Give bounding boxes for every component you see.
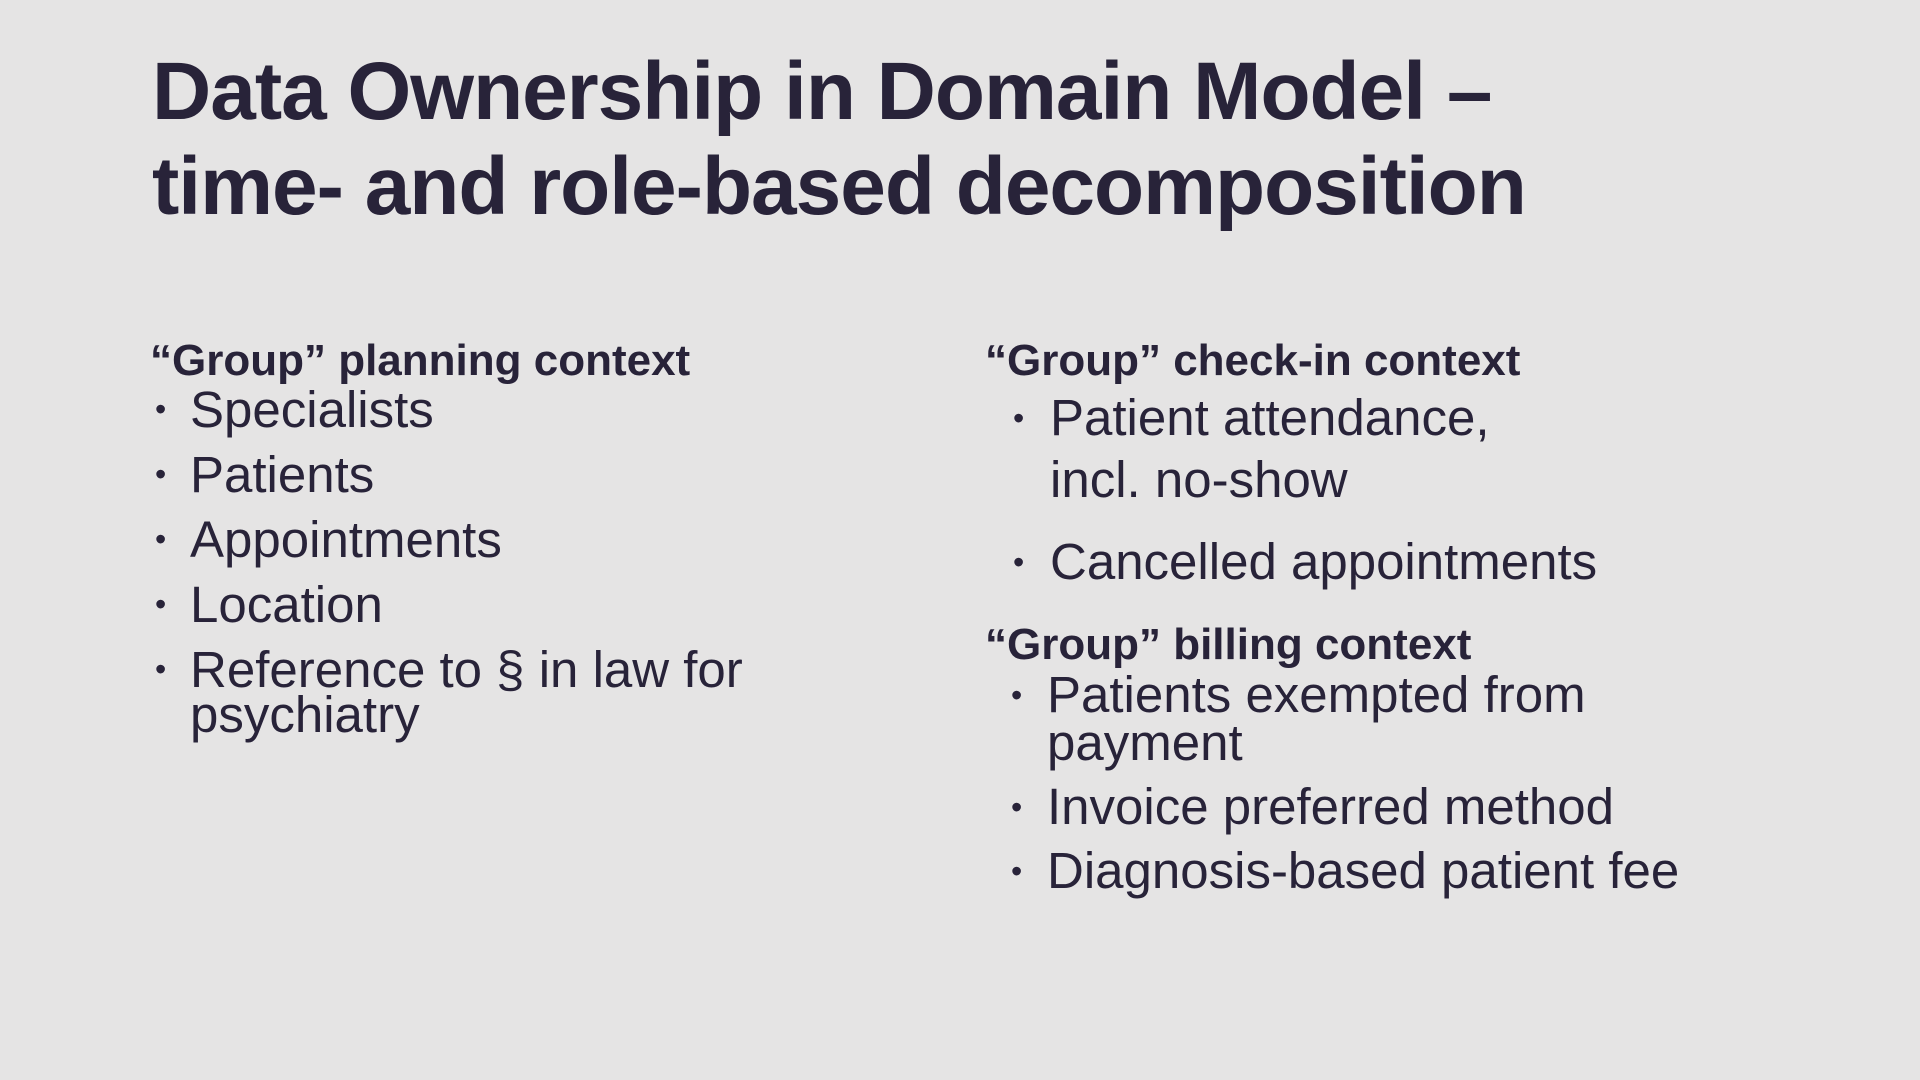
- list-item-text: Patients: [190, 446, 375, 503]
- planning-context-list: • Specialists • Patients • Appointments …: [150, 384, 870, 740]
- checkin-context-list: • Patient attendance, incl. no-show • Ca…: [985, 387, 1775, 593]
- list-item: • Patients exempted from payment: [985, 669, 1775, 768]
- list-item: • Appointments: [150, 514, 870, 565]
- bullet-icon: •: [1013, 544, 1025, 580]
- checkin-context-heading: “Group” check-in context: [985, 336, 1521, 385]
- list-item-text: Patient attendance, incl. no-show: [1050, 389, 1490, 508]
- bullet-icon: •: [1011, 853, 1023, 889]
- slide-title: Data Ownership in Domain Model – time- a…: [152, 46, 1527, 232]
- list-item: • Invoice preferred method: [985, 781, 1775, 832]
- planning-context-heading: “Group” planning context: [150, 336, 691, 385]
- bullet-icon: •: [155, 651, 167, 687]
- list-item: • Specialists: [150, 384, 870, 435]
- list-item-text: Patients exempted from payment: [1047, 666, 1586, 771]
- bullet-icon: •: [1011, 677, 1023, 713]
- bullet-icon: •: [155, 456, 167, 492]
- list-item-text: Location: [190, 576, 383, 633]
- list-item-text: Diagnosis-based patient fee: [1047, 842, 1680, 899]
- bullet-icon: •: [1011, 789, 1023, 825]
- list-item-text: Cancelled appointments: [1050, 533, 1598, 590]
- billing-context-list: • Patients exempted from payment • Invoi…: [985, 669, 1775, 896]
- list-item: • Patients: [150, 449, 870, 500]
- right-column: “Group” check-in context • Patient atten…: [985, 334, 1775, 911]
- list-item: • Diagnosis-based patient fee: [985, 845, 1775, 896]
- bullet-icon: •: [1013, 400, 1025, 436]
- bullet-icon: •: [155, 521, 167, 557]
- bullet-icon: •: [155, 391, 167, 427]
- bullet-icon: •: [155, 586, 167, 622]
- list-item-text: Invoice preferred method: [1047, 778, 1614, 835]
- list-item: • Patient attendance, incl. no-show: [985, 387, 1775, 511]
- billing-context-heading: “Group” billing context: [985, 620, 1472, 669]
- list-item: • Cancelled appointments: [985, 531, 1775, 593]
- planning-context-section: “Group” planning context • Specialists •…: [150, 334, 870, 757]
- list-item-text: Reference to § in law for psychiatry: [190, 641, 743, 743]
- list-item: • Location: [150, 579, 870, 630]
- list-item: • Reference to § in law for psychiatry: [150, 644, 870, 740]
- list-item-text: Specialists: [190, 381, 434, 438]
- list-item-text: Appointments: [190, 511, 502, 568]
